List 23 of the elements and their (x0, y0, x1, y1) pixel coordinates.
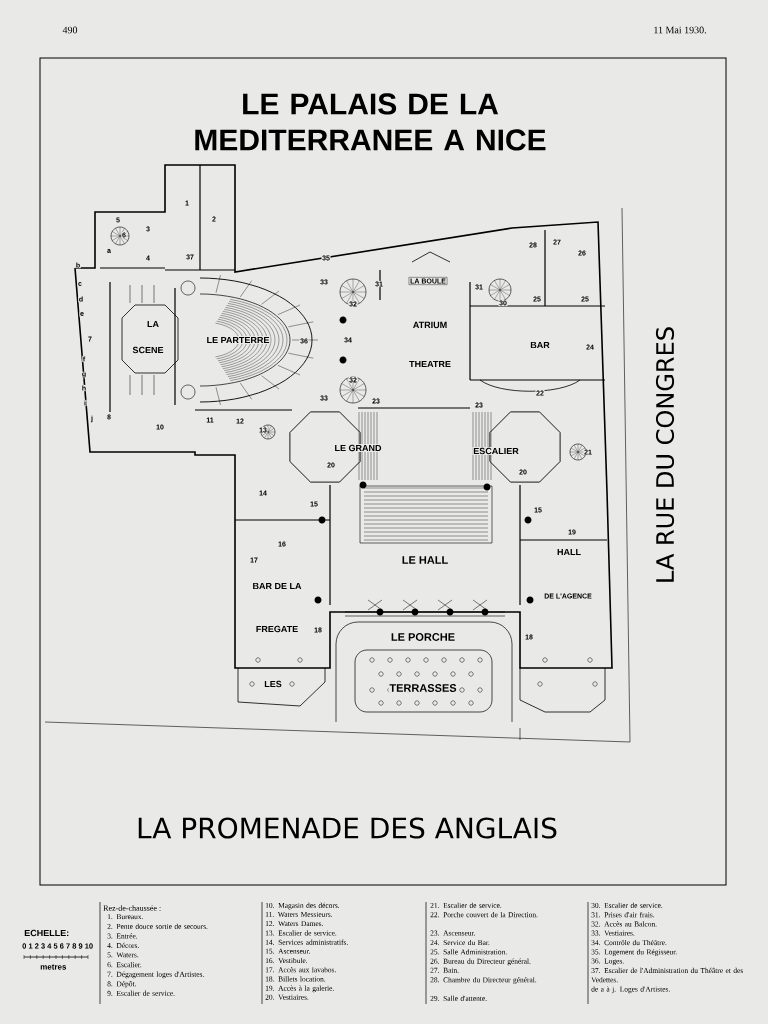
room-name: LE PARTERRE (205, 336, 271, 344)
room-name: THEATRE (408, 360, 452, 368)
date: 11 Mai 1930. (654, 26, 706, 34)
room-name: BAR (529, 341, 551, 349)
room-name: LE PORCHE (390, 632, 456, 642)
room-name: ESCALIER (472, 447, 520, 455)
street-name: LA PROMENADE DES ANGLAIS (138, 817, 557, 839)
room-name: HALL (556, 548, 582, 556)
room-name: LE HALL (401, 555, 450, 565)
room-name: BAR DE LA (251, 582, 303, 590)
street-name: LA RUE DU CONGRES (655, 327, 675, 582)
page-number: 490 (62, 26, 78, 34)
room-name: LES (263, 680, 283, 688)
scale-unit: metres (40, 964, 67, 970)
room-name: TERRASSES (388, 683, 458, 693)
scale-title: ECHELLE: (24, 929, 69, 937)
room-name: ATRIUM (412, 321, 448, 329)
legend-heading: Rez-de-chaussée : (103, 905, 161, 911)
room-name: SCENE (131, 346, 165, 354)
room-name: FREGATE (255, 625, 299, 633)
room-name: LA (146, 320, 160, 328)
room-name: LE GRAND (333, 444, 383, 452)
title: LE PALAIS DE LA MEDITERRANEE A NICE (195, 93, 546, 151)
